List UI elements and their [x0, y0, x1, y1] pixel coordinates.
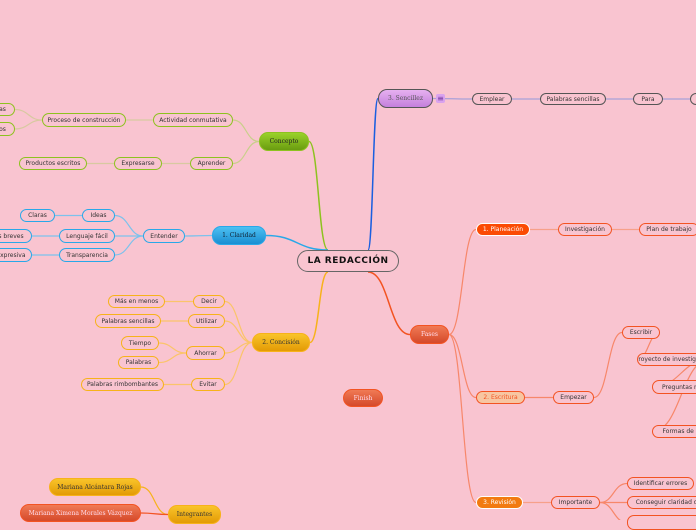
topic-entender[interactable]: Entender: [143, 229, 185, 243]
connector-root-concision: [309, 271, 329, 344]
connector-proyecto-formas: [651, 365, 696, 433]
topic-rimbombantes[interactable]: Palabras rimbombantes: [81, 378, 164, 391]
connector-root-sencillez: [367, 97, 379, 251]
topic-aprender[interactable]: Aprender: [190, 157, 233, 170]
connector-importante-identificar: [599, 482, 628, 504]
topic-finish[interactable]: Finish: [343, 389, 383, 407]
topic-revision[interactable]: 3. Revisión: [476, 496, 523, 509]
topic-formas[interactable]: Formas de e: [652, 425, 696, 438]
topic-palabras[interactable]: Palabras: [118, 356, 159, 369]
topic-c_as[interactable]: as: [0, 103, 15, 116]
topic-sencillez[interactable]: 3. Sencillez: [378, 89, 433, 108]
topic-planeacion[interactable]: 1. Planeación: [476, 223, 530, 236]
topic-m2[interactable]: Mariana Ximena Morales Vázquez: [20, 504, 141, 522]
connector-entender-transparencia: [114, 235, 144, 256]
topic-identificar[interactable]: Identificar errores: [627, 477, 694, 490]
topic-para_next[interactable]: [690, 93, 696, 105]
connector-proceso-c_as: [14, 108, 43, 121]
topic-ideas[interactable]: Ideas: [82, 209, 115, 222]
topic-fases[interactable]: Fases: [410, 325, 449, 344]
connector-concepto-aprender: [232, 140, 260, 165]
topic-palsenc1[interactable]: Palabras sencillas: [95, 314, 161, 328]
topic-palsenc2[interactable]: Palabras sencillas: [540, 93, 606, 105]
connector-entender-ideas: [114, 214, 144, 237]
connector-concepto-actividad: [232, 119, 260, 143]
topic-para[interactable]: Para: [633, 93, 663, 105]
connector-fases-revision: [448, 333, 477, 504]
topic-claras[interactable]: Claras: [20, 209, 55, 222]
connector-importante-rev_next: [599, 501, 622, 520]
topic-escribir[interactable]: Escribir: [622, 326, 660, 339]
topic-masmenos[interactable]: Más en menos: [108, 295, 165, 308]
connector-concision-utilizar: [224, 320, 253, 344]
connector-root-claridad: [265, 234, 329, 251]
connector-concision-evitar: [224, 341, 253, 386]
connector-integrantes-m1: [140, 486, 169, 516]
topic-decir[interactable]: Decir: [193, 295, 225, 308]
topic-rev_next[interactable]: [627, 515, 696, 530]
topic-actividad[interactable]: Actividad conmutativa: [153, 113, 233, 127]
central-topic[interactable]: LA REDACCIÓN: [297, 250, 399, 272]
topic-utilizar[interactable]: Utilizar: [188, 314, 225, 328]
connector-ahorrar-tiempo: [158, 342, 187, 354]
topic-c_os[interactable]: os: [0, 122, 15, 136]
connector-proceso-c_os: [14, 119, 43, 130]
connector-root-fases: [367, 271, 411, 336]
topic-integrantes[interactable]: Integrantes: [168, 505, 221, 524]
topic-conseguir[interactable]: Conseguir claridad de: [627, 496, 696, 509]
topic-importante[interactable]: Importante: [551, 496, 600, 509]
topic-emplear[interactable]: Emplear: [472, 93, 512, 105]
connector-fases-escritura: [448, 333, 477, 399]
topic-proyecto[interactable]: Proyecto de investigación: [637, 353, 696, 366]
connector-claridad-entender: [184, 234, 213, 237]
topic-m1[interactable]: Mariana Alcántara Rojas: [49, 478, 141, 496]
topic-tiempo[interactable]: Tiempo: [121, 336, 159, 350]
topic-claridad[interactable]: 1. Claridad: [212, 226, 266, 245]
topic-productos[interactable]: Productos escritos: [19, 157, 87, 170]
connector-integrantes-m2: [140, 512, 169, 516]
menu-icon[interactable]: ≡: [436, 94, 445, 103]
connector-fases-planeacion: [448, 228, 477, 336]
topic-evitar[interactable]: Evitar: [191, 378, 225, 391]
connector-ahorrar-palabras: [158, 352, 187, 364]
connector-empezar-escribir: [593, 331, 623, 399]
connector-concision-decir: [224, 300, 253, 344]
topic-expresiva[interactable]: expresiva: [0, 248, 32, 262]
topic-concepto[interactable]: Concepto: [259, 132, 309, 151]
topic-investigacion[interactable]: Investigación: [558, 223, 612, 236]
topic-breves[interactable]: s breves: [0, 229, 32, 243]
topic-proceso[interactable]: Proceso de construcción: [42, 113, 126, 127]
topic-plan[interactable]: Plan de trabajo: [639, 223, 696, 236]
connector-root-concepto: [308, 140, 329, 251]
topic-transparencia[interactable]: Transparencia: [59, 248, 115, 262]
topic-expresarse[interactable]: Expresarse: [114, 157, 162, 170]
topic-empezar[interactable]: Empezar: [553, 391, 594, 404]
topic-preguntas[interactable]: Preguntas re: [652, 380, 696, 394]
topic-escritura[interactable]: 2. Escritura: [476, 391, 525, 404]
topic-concision[interactable]: 2. Concisión: [252, 333, 310, 352]
topic-ahorrar[interactable]: Ahorrar: [186, 346, 225, 360]
topic-lenguaje[interactable]: Lenguaje fácil: [59, 229, 115, 243]
